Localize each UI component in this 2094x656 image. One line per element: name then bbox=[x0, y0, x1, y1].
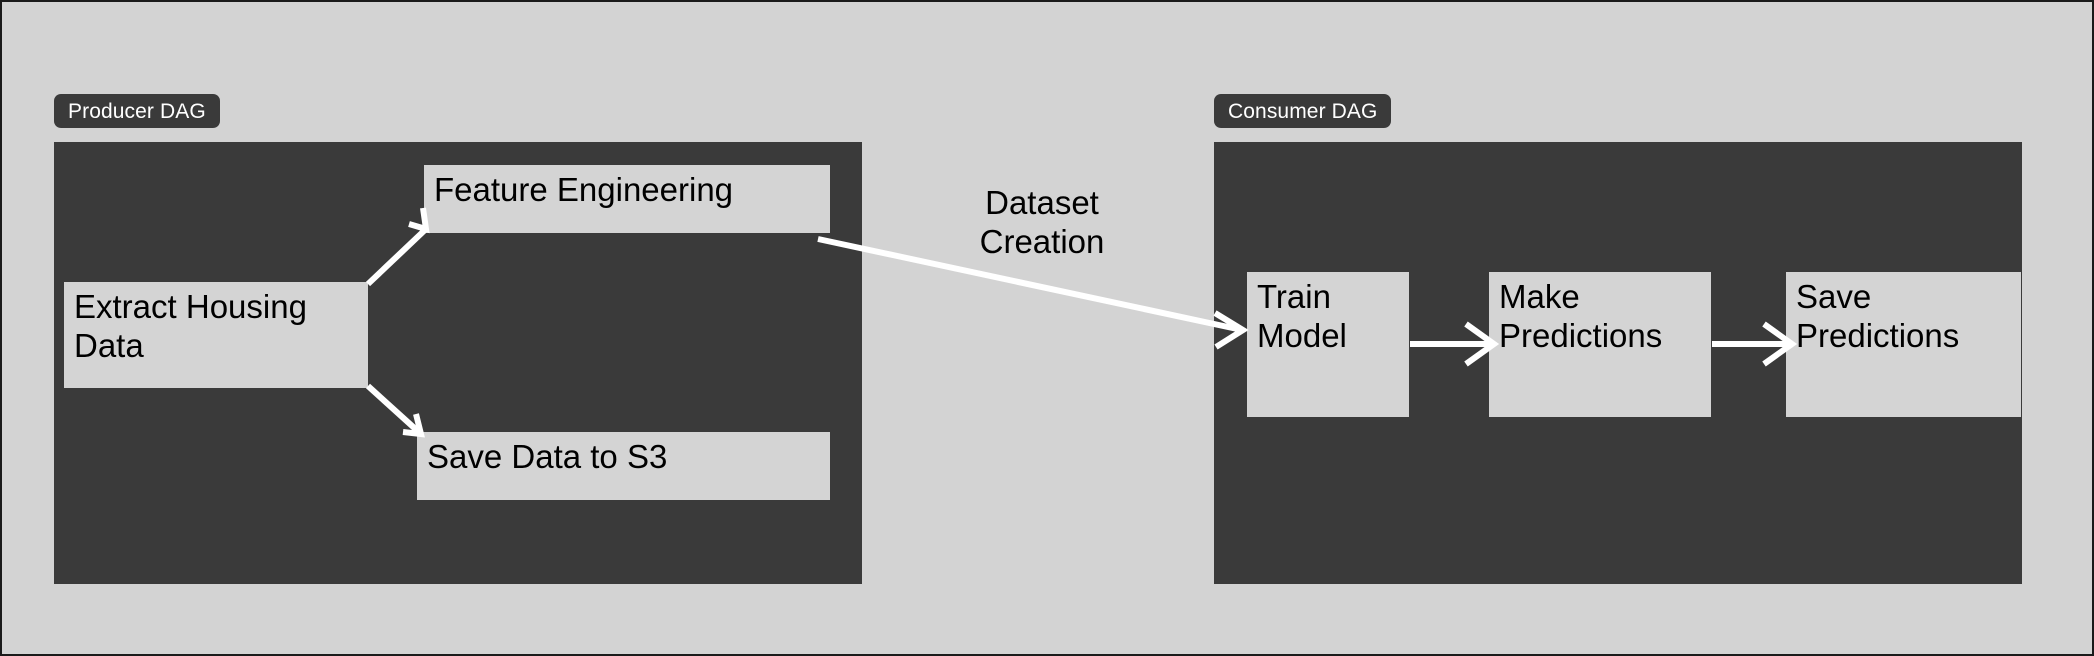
node-train-model[interactable]: Train Model bbox=[1247, 272, 1409, 417]
consumer-dag-label: Consumer DAG bbox=[1214, 94, 1392, 128]
node-feature-engineering[interactable]: Feature Engineering bbox=[424, 165, 830, 233]
node-save-predictions[interactable]: Save Predictions bbox=[1786, 272, 2021, 417]
producer-dag-label: Producer DAG bbox=[54, 94, 220, 128]
node-extract-housing-data[interactable]: Extract Housing Data bbox=[64, 282, 368, 388]
node-save-data-to-s3[interactable]: Save Data to S3 bbox=[417, 432, 830, 500]
node-make-predictions[interactable]: Make Predictions bbox=[1489, 272, 1711, 417]
cross-dag-edge-label: Dataset Creation bbox=[979, 184, 1105, 260]
